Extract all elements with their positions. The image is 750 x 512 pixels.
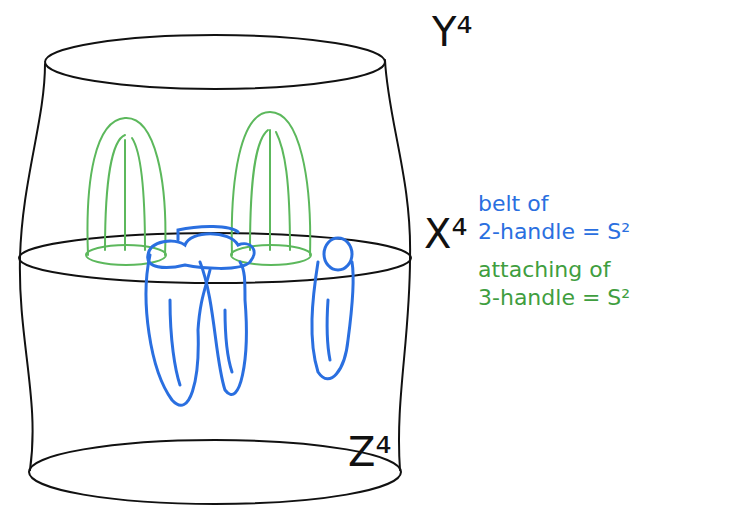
two-handles [146, 226, 353, 405]
bottom-boundary [29, 440, 401, 504]
slice-label: X⁴ [424, 212, 467, 256]
note-text: attaching of [478, 258, 610, 282]
note-text: belt of [478, 192, 548, 216]
note-text: 2-handle = S² [478, 220, 630, 244]
top-boundary [45, 35, 385, 89]
note-text: 3-handle = S² [478, 286, 630, 310]
cylinder-side [385, 60, 410, 470]
boundary-label: Z⁴ [348, 430, 391, 474]
three-handles [86, 112, 311, 265]
cylinder-side [20, 64, 45, 470]
boundary-label: Y⁴ [432, 10, 472, 54]
